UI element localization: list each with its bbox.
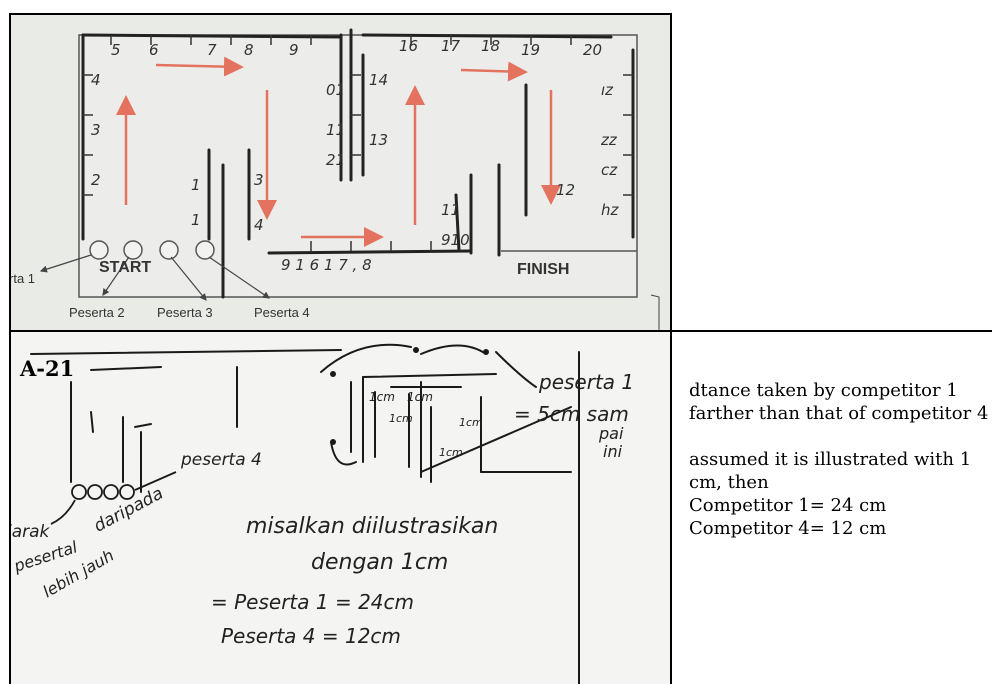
hw-pai: pai	[599, 424, 623, 443]
finish-label: FINISH	[517, 261, 569, 279]
svg-text:1: 1	[191, 176, 201, 194]
svg-text:6: 6	[149, 41, 159, 59]
hw-eq-5cm: = 5cm sam	[514, 402, 629, 426]
svg-text:ız: ız	[601, 81, 614, 99]
svg-text:2: 2	[91, 171, 101, 189]
translation-text: dtance taken by competitor 1 farther tha…	[689, 379, 989, 540]
hw-dengan: dengan 1cm	[311, 550, 448, 575]
translation-line-2: assumed it is illustrated with 1 cm, the…	[689, 448, 989, 494]
svg-text:1: 1	[191, 211, 201, 229]
svg-text:16: 16	[399, 37, 418, 55]
svg-text:19: 19	[521, 41, 540, 59]
hw-ini: ini	[603, 442, 622, 461]
hw-misalkan: misalkan diilustrasikan	[246, 514, 498, 539]
svg-text:14: 14	[369, 71, 388, 89]
participant-label-4: Peserta 4	[254, 305, 310, 320]
svg-text:8: 8	[244, 41, 254, 59]
hw-peserta-1: peserta 1	[539, 370, 634, 394]
svg-text:4: 4	[91, 71, 101, 89]
hw-cm-2: 1cm	[407, 390, 433, 404]
participant-label-3: Peserta 3	[157, 305, 213, 320]
svg-text:3: 3	[91, 121, 101, 139]
svg-text:7: 7	[207, 41, 217, 59]
hw-cm-4: 1cm	[459, 416, 483, 429]
svg-text:9 1 6 1 7 , 8: 9 1 6 1 7 , 8	[281, 256, 372, 274]
translation-spacer	[689, 425, 989, 448]
svg-text:910: 910	[441, 231, 470, 249]
svg-text:hz: hz	[601, 201, 620, 219]
start-label: START	[99, 259, 151, 277]
svg-text:cz: cz	[601, 161, 618, 179]
case-id-label: A-21	[20, 356, 74, 381]
svg-text:11: 11	[441, 201, 460, 219]
svg-text:01: 01	[326, 81, 345, 99]
svg-text:12: 12	[556, 181, 575, 199]
svg-text:4: 4	[254, 216, 264, 234]
hw-jarak: jarak	[11, 522, 49, 542]
svg-text:zz: zz	[600, 131, 618, 149]
svg-text:17: 17	[441, 37, 461, 55]
translation-line-1: dtance taken by competitor 1 farther tha…	[689, 379, 989, 425]
svg-text:18: 18	[481, 37, 500, 55]
svg-text:5: 5	[111, 41, 121, 59]
handwritten-answer-photo: A-21 peserta 1 1cm 1cm 1cm 1cm 1cm = 5cm…	[11, 332, 670, 684]
svg-text:9: 9	[289, 41, 299, 59]
translation-line-3: Competitor 1= 24 cm	[689, 494, 989, 517]
participant-label-1: rta 1	[11, 271, 35, 286]
svg-text:13: 13	[369, 131, 388, 149]
svg-text:21: 21	[326, 151, 345, 169]
hw-result-peserta-1: = Peserta 1 = 24cm	[211, 590, 414, 614]
svg-text:20: 20	[583, 41, 602, 59]
participant-label-2: Peserta 2	[69, 305, 125, 320]
table-border-mid-vertical	[670, 13, 672, 684]
translation-line-4: Competitor 4= 12 cm	[689, 517, 989, 540]
hw-cm-5: 1cm	[439, 446, 463, 459]
svg-text:11: 11	[326, 121, 345, 139]
hw-cm-1: 1cm	[369, 390, 395, 404]
svg-text:3: 3	[254, 171, 264, 189]
hw-peserta-4: peserta 4	[181, 450, 262, 470]
hw-result-peserta-4: Peserta 4 = 12cm	[221, 624, 401, 648]
hw-cm-3: 1cm	[389, 412, 413, 425]
